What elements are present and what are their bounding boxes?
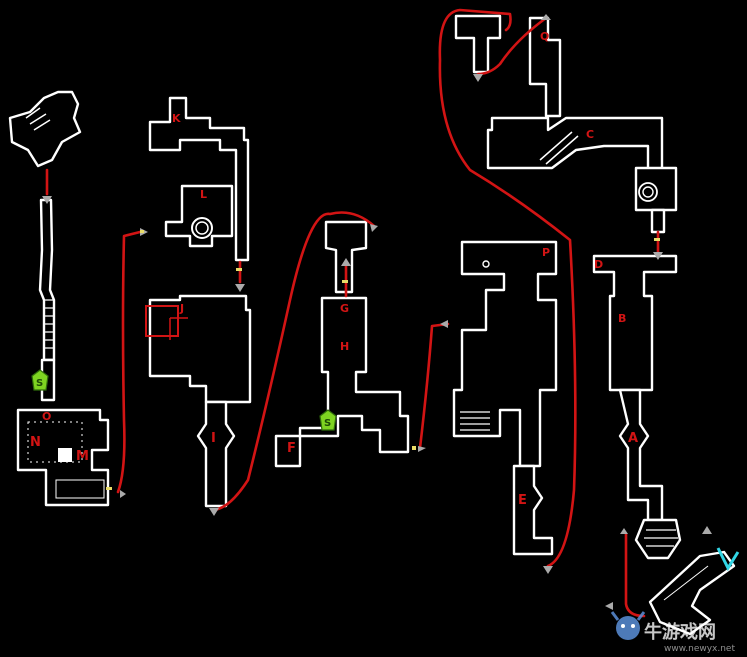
area-spiral-room (634, 166, 678, 234)
save-point-2: S (319, 409, 337, 431)
area-h (274, 296, 410, 468)
label-f: F (287, 441, 296, 456)
route-path (45, 8, 660, 618)
label-k: K (172, 112, 181, 125)
area-j (145, 294, 252, 404)
label-i: I (211, 431, 216, 446)
label-h: H (340, 340, 349, 353)
label-p: P (542, 246, 550, 259)
label-g: G (340, 302, 349, 315)
label-a: A (628, 431, 638, 446)
room-labels: O N M K L J I G H F P E Q C D B A (30, 30, 638, 508)
save-point-label: S (324, 418, 331, 429)
label-d: D (594, 258, 603, 271)
label-q: Q (540, 30, 549, 43)
label-n: N (30, 435, 41, 450)
area-c (486, 116, 664, 172)
area-k (148, 96, 250, 262)
label-m: M (76, 449, 89, 464)
label-o: O (42, 410, 51, 423)
area-a (618, 388, 664, 522)
transition-arrows (42, 14, 712, 610)
label-l: L (200, 188, 207, 201)
area-nm-block (16, 408, 110, 507)
area-g (324, 220, 368, 294)
watermark-title: 牛游戏网 (644, 621, 716, 643)
area-i (196, 400, 236, 508)
area-spiral-gate (634, 518, 682, 560)
exit-marker-v (716, 547, 740, 572)
area-top-room (454, 14, 502, 74)
save-point-label: S (36, 378, 43, 389)
area-e (512, 464, 554, 556)
save-point-1: S (31, 369, 49, 391)
label-c: C (586, 128, 594, 141)
label-j: J (179, 302, 184, 315)
label-b: B (618, 312, 626, 325)
label-e: E (518, 493, 527, 508)
area-d (592, 254, 678, 392)
watermark: 牛游戏网 www.newyx.net (610, 611, 735, 654)
watermark-url: www.newyx.net (664, 644, 735, 654)
area-q (528, 16, 562, 118)
area-entrance (8, 90, 82, 168)
watermark-logo-icon (610, 611, 646, 640)
area-exit-ramp (648, 550, 736, 636)
area-l (164, 184, 234, 248)
area-p (452, 240, 558, 468)
area-long-corridor (38, 198, 56, 402)
